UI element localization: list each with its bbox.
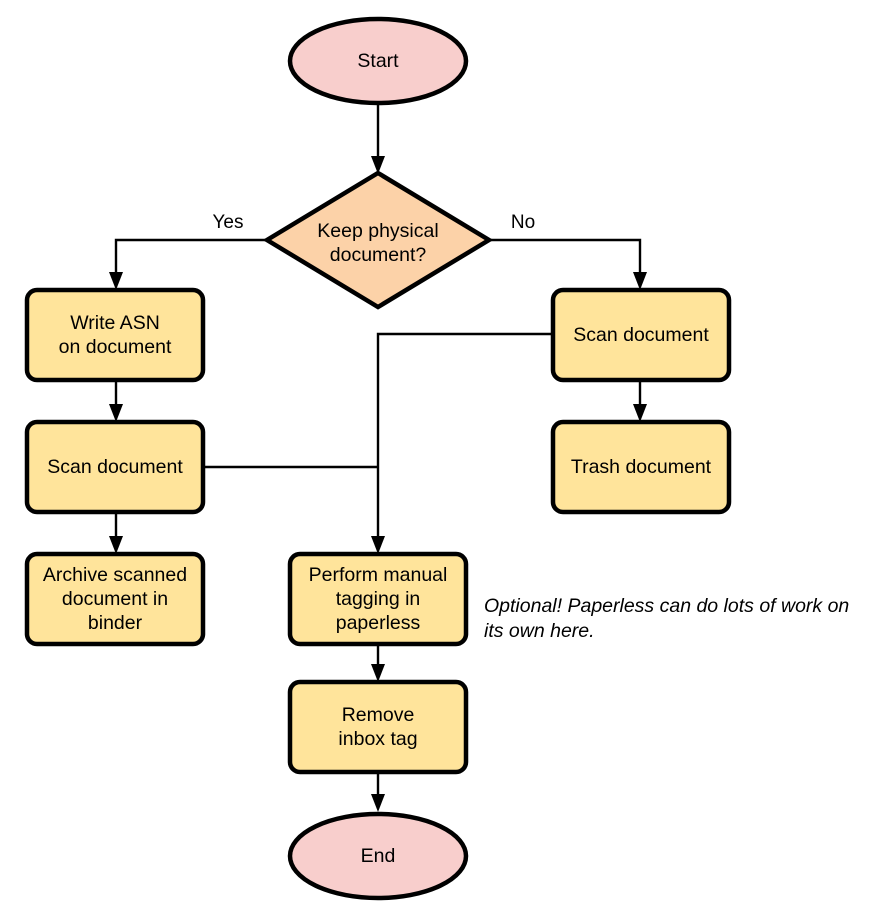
arrow-head-icon [109,404,123,422]
node-decision-keep-physical-document[interactable]: Keep physical document? [262,170,494,310]
annotation-note: Optional! Paperless can do lots of work … [484,595,849,642]
end-ellipse-shape [287,811,469,901]
node-scan-document-right-label: Scan document [573,324,709,346]
node-end-label: End [361,845,396,867]
arrow-head-icon [371,536,385,554]
edge-tagging-to-removeinbox [371,643,385,682]
node-remove-inbox-tag[interactable]: Remove inbox tag [287,679,469,775]
edge-writeasn-to-scanleft [109,380,123,422]
node-scan-document-left[interactable]: Scan document [24,419,206,515]
edge-scanleft-to-archive [109,512,123,554]
edge-scanright-to-trash [633,380,647,422]
arrow-head-icon [109,272,123,290]
node-tagging-label-line1: Perform manual [309,564,448,586]
edge-line [114,238,267,279]
process-rect-shape [287,551,469,647]
node-archive-label-line2: document in [62,588,168,610]
edge-decision-no [489,238,647,290]
edge-line [489,238,642,279]
process-rect-shape [24,287,206,383]
process-rect-shape [550,419,732,515]
node-archive-label-line3: binder [88,612,143,634]
edge-scanright-to-tagging [371,332,553,554]
edge-label-no: No [511,212,535,233]
node-tagging-label-line2: tagging in [336,588,421,610]
node-archive-label-line1: Archive scanned [43,564,187,586]
edge-removeinbox-to-end [371,772,385,812]
process-rect-shape [287,679,469,775]
arrow-head-icon [371,794,385,812]
node-decision-label-line2: document? [330,244,427,266]
edge-decision-yes [109,238,267,290]
arrow-head-icon [109,536,123,554]
arrow-head-icon [371,664,385,682]
annotation-line2: its own here. [484,620,595,642]
node-start[interactable]: Start [287,16,469,106]
edge-label-yes: Yes [213,212,244,233]
node-write-asn-label-line1: Write ASN [70,312,160,334]
node-write-asn-label-line2: on document [59,336,172,358]
decision-diamond-shape [262,170,494,310]
node-tagging-label-line3: paperless [336,612,421,634]
node-scan-document-right[interactable]: Scan document [550,287,732,383]
node-trash-document[interactable]: Trash document [550,419,732,515]
process-rect-shape [24,551,206,647]
node-decision-label-line1: Keep physical [317,220,438,242]
edge-start-to-decision [371,102,385,174]
node-perform-manual-tagging[interactable]: Perform manual tagging in paperless [287,551,469,647]
node-write-asn-on-document[interactable]: Write ASN on document [24,287,206,383]
process-rect-shape [550,287,732,383]
start-ellipse-shape [287,16,469,106]
node-scan-document-left-label: Scan document [47,456,183,478]
arrow-head-icon [633,404,647,422]
node-end[interactable]: End [287,811,469,901]
arrow-head-icon [633,272,647,290]
process-rect-shape [24,419,206,515]
node-remove-inbox-label-line1: Remove [342,704,415,726]
node-remove-inbox-label-line2: inbox tag [338,728,417,750]
arrow-head-icon [371,156,385,174]
node-archive-scanned-document[interactable]: Archive scanned document in binder [24,551,206,647]
node-start-label: Start [357,50,399,72]
annotation-line1: Optional! Paperless can do lots of work … [484,595,849,617]
node-trash-document-label: Trash document [571,456,712,478]
edge-line [376,332,553,543]
